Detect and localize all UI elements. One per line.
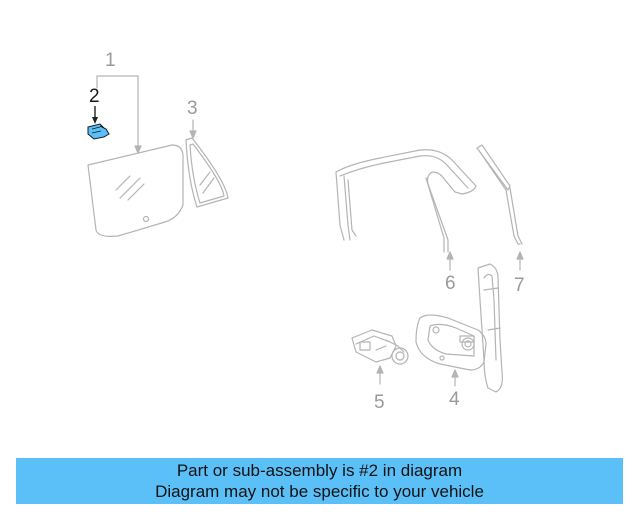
door-glass — [87, 144, 184, 237]
run-channel — [335, 149, 477, 253]
callout-1: 1 — [105, 50, 116, 71]
callout-7: 7 — [514, 275, 525, 296]
window-motor — [351, 329, 409, 365]
callout-7-leader — [516, 251, 524, 271]
part-2-clip-highlight — [87, 123, 110, 140]
callout-5-leader — [376, 365, 384, 385]
window-regulator — [415, 263, 503, 393]
quarter-glass — [185, 137, 229, 208]
belt-channel — [476, 144, 523, 245]
callout-4: 4 — [449, 389, 460, 410]
info-banner: Part or sub-assembly is #2 in diagram Di… — [16, 458, 623, 504]
parts-diagram — [87, 75, 524, 393]
callout-1-leader — [96, 75, 142, 154]
callout-2-leader — [92, 106, 98, 124]
callout-2: 2 — [89, 86, 100, 107]
callout-6: 6 — [445, 273, 456, 294]
banner-line-2: Diagram may not be specific to your vehi… — [155, 482, 484, 501]
banner-line-1: Part or sub-assembly is #2 in diagram — [176, 461, 463, 480]
callout-3: 3 — [187, 98, 198, 119]
callout-5: 5 — [374, 392, 385, 413]
callout-6-leader — [446, 251, 454, 271]
callout-4-leader — [451, 369, 459, 387]
callout-3-leader — [189, 119, 197, 139]
